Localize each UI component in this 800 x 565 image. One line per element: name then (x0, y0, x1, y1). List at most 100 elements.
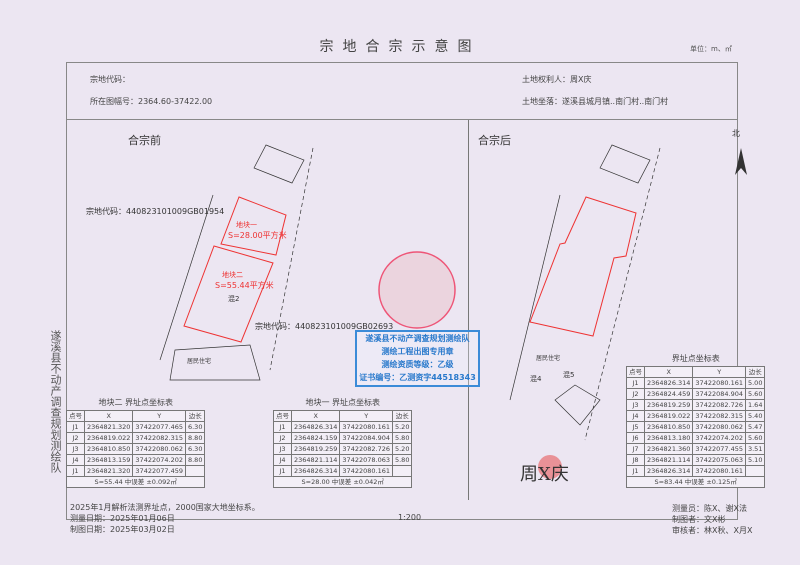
document-frame (66, 62, 738, 520)
cell: 37422082.726 (339, 443, 393, 455)
cell: 37422080.161 (339, 421, 393, 433)
table-caption: 地块一 界址点坐标表 (305, 398, 380, 407)
distance-cell: 8.80 (184, 454, 206, 466)
cell: 2364813.159 (83, 454, 134, 466)
distance-cell: 5.60 (744, 432, 766, 444)
cell: 2364824.459 (643, 388, 694, 400)
distance-cell: 5.10 (744, 454, 766, 466)
cell: 2364826.314 (643, 465, 694, 477)
distance-cell: 1.64 (744, 399, 766, 411)
cell: 2364810.850 (83, 443, 134, 455)
cell: J1 (273, 421, 292, 433)
col-header: 边长 (744, 366, 766, 378)
cell: 2364821.320 (83, 421, 134, 433)
fingerprint (538, 455, 562, 479)
plot4-label: 混4 (530, 375, 542, 383)
before-residence: 居民住宅 (187, 358, 212, 365)
col-header: X (290, 410, 341, 422)
cell: 2364819.259 (290, 443, 341, 455)
summary-row: S=55.44 中误差 ±0.092㎡ (65, 476, 206, 488)
cell: 2364826.314 (290, 465, 341, 477)
cell: 2364819.022 (643, 410, 694, 422)
cell: 2364826.314 (290, 421, 341, 433)
after-residence: 居民住宅 (536, 355, 561, 362)
col-header: 边长 (391, 410, 413, 422)
cell: 37422077.459 (132, 465, 186, 477)
plot1-label: 地块一 (236, 221, 257, 229)
plot2-area: S=55.44平方米 (215, 281, 274, 290)
cell: J1 (66, 465, 85, 477)
plot1-area: S=28.00平方米 (228, 231, 287, 240)
cell: 37422084.904 (339, 432, 393, 444)
surveying-stamp: 遂溪县不动产调查规划测绘队 测绘工程出图专用章 测绘资质等级：乙级 证书编号：乙… (355, 330, 480, 387)
vertical-org-text: 遂溪县不动产调查规划测绘队 (49, 330, 62, 473)
cell: 2364813.180 (643, 432, 694, 444)
cell: J2 (66, 432, 85, 444)
cell: 2364819.259 (643, 399, 694, 411)
cell: J3 (66, 443, 85, 455)
distance-cell: 6.30 (184, 443, 206, 455)
cell: 2364824.159 (290, 432, 341, 444)
map-sheet: 所在图幅号：2364.60-37422.00 (90, 97, 213, 106)
location: 土地坐落：遂溪县城月镇..南门村..南门村 (522, 97, 669, 106)
cell: 37422080.062 (692, 421, 746, 433)
distance-cell: 5.40 (744, 410, 766, 422)
col-header: 点号 (273, 410, 292, 422)
parcel-code-label: 宗地代码： (90, 75, 130, 84)
cell: 2364821.114 (643, 454, 694, 466)
cell: J8 (626, 454, 645, 466)
distance-cell: 3.51 (744, 443, 766, 455)
table-caption: 地块二 界址点坐标表 (98, 398, 173, 407)
document-title: 宗地合宗示意图 (319, 39, 481, 55)
signature: 周X庆 (520, 464, 569, 485)
before-label: 合宗前 (128, 134, 161, 147)
cell: J7 (626, 443, 645, 455)
cell: J4 (273, 454, 292, 466)
col-header: 边长 (184, 410, 206, 422)
col-header: Y (339, 410, 393, 422)
red-seal (378, 251, 456, 329)
section-divider (468, 120, 469, 500)
area-summary: S=83.44 中误差 ±0.125㎡ (625, 476, 766, 488)
cell: 37422080.161 (339, 465, 393, 477)
col-header: X (83, 410, 134, 422)
header-block: 宗地代码： 所在图幅号：2364.60-37422.00 土地权利人：周X庆 土… (66, 62, 738, 120)
after-label: 合宗后 (478, 134, 511, 147)
cell: J3 (626, 399, 645, 411)
distance-cell: 5.20 (391, 421, 413, 433)
cell: J4 (626, 410, 645, 422)
table-caption: 界址点坐标表 (671, 354, 720, 363)
before-code2: 宗地代码：440823101009GB02693 (255, 322, 394, 331)
col-header: Y (132, 410, 186, 422)
cell: 37422082.315 (132, 432, 186, 444)
distance-cell: 5.60 (744, 388, 766, 400)
cell: 37422082.726 (692, 399, 746, 411)
owner: 土地权利人：周X庆 (522, 75, 592, 84)
cell: 37422074.202 (692, 432, 746, 444)
col-header: 点号 (66, 410, 85, 422)
after-parcel (529, 196, 637, 337)
after-context-lines (509, 144, 661, 441)
cell: 37422080.161 (692, 377, 746, 389)
cell: 37422080.161 (692, 465, 746, 477)
cell: 37422078.063 (339, 454, 393, 466)
distance-cell: 5.80 (391, 432, 413, 444)
